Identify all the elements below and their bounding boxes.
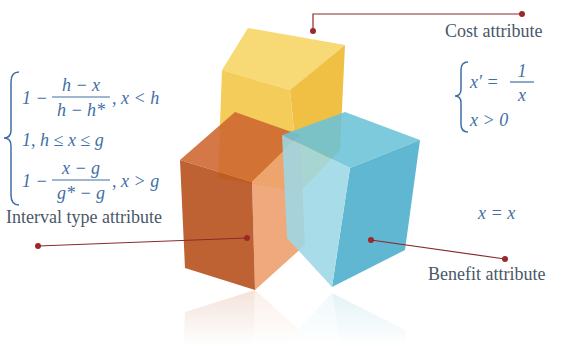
fraction-numerator: x − g [52,159,110,177]
fraction-denominator: h − h* [52,101,110,119]
formula-condition: , x < h [112,89,159,107]
formula-condition: , x > g [112,172,159,190]
brace [4,62,468,205]
fraction-numerator: 1 [512,62,532,80]
fraction-bar [52,82,534,180]
formula-term: 1 − [22,172,48,190]
fraction-denominator: g* − g [52,184,110,202]
formula-term: x = x [478,204,515,222]
attribute-name: Interval type attribute [6,208,162,226]
formula-term: 1, h ≤ x ≤ g [22,131,104,149]
fraction-numerator: h − x [52,76,110,94]
formula-condition: x > 0 [470,111,508,129]
attribute-name: Cost attribute [445,22,543,40]
fraction-denominator: x [512,86,532,104]
formula-term: x′ = [470,73,499,91]
attribute-name: Benefit attribute [428,265,545,283]
formula-term: 1 − [22,89,48,107]
